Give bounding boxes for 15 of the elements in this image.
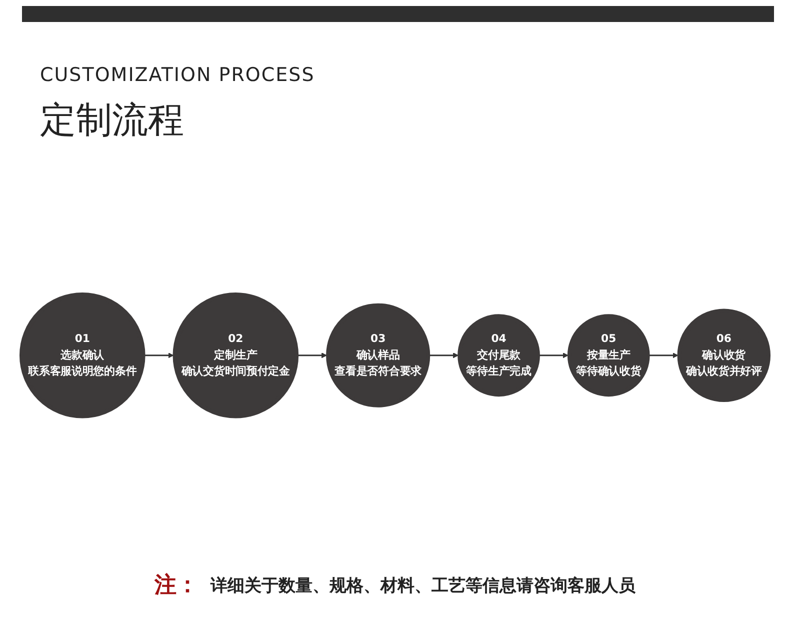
node-circle: 03 确认样品 查看是否符合要求 — [326, 302, 430, 408]
node-circle: 01 选款确认 联系客服说明您的条件 — [19, 292, 146, 418]
title: 定制流程 — [40, 99, 184, 143]
node-circle: 02 定制生产 确认交货时间预付定金 — [172, 292, 299, 418]
arrow — [144, 352, 174, 358]
note-marker: 注： — [154, 572, 198, 600]
arrow — [649, 352, 678, 358]
subtitle: CUSTOMIZATION PROCESS — [40, 64, 315, 86]
arrow — [298, 352, 327, 358]
node-circle: 04 交付尾款 等待生产完成 — [458, 314, 540, 396]
arrow — [429, 352, 458, 358]
node-circle: 05 按量生产 等待确认收货 — [567, 314, 650, 396]
node-circle: 06 确认收货 确认收货并好评 — [677, 308, 771, 402]
arrow — [539, 352, 568, 358]
note-text: 详细关于数量、规格、材料、工艺等信息请咨询客服人员 — [210, 574, 636, 596]
